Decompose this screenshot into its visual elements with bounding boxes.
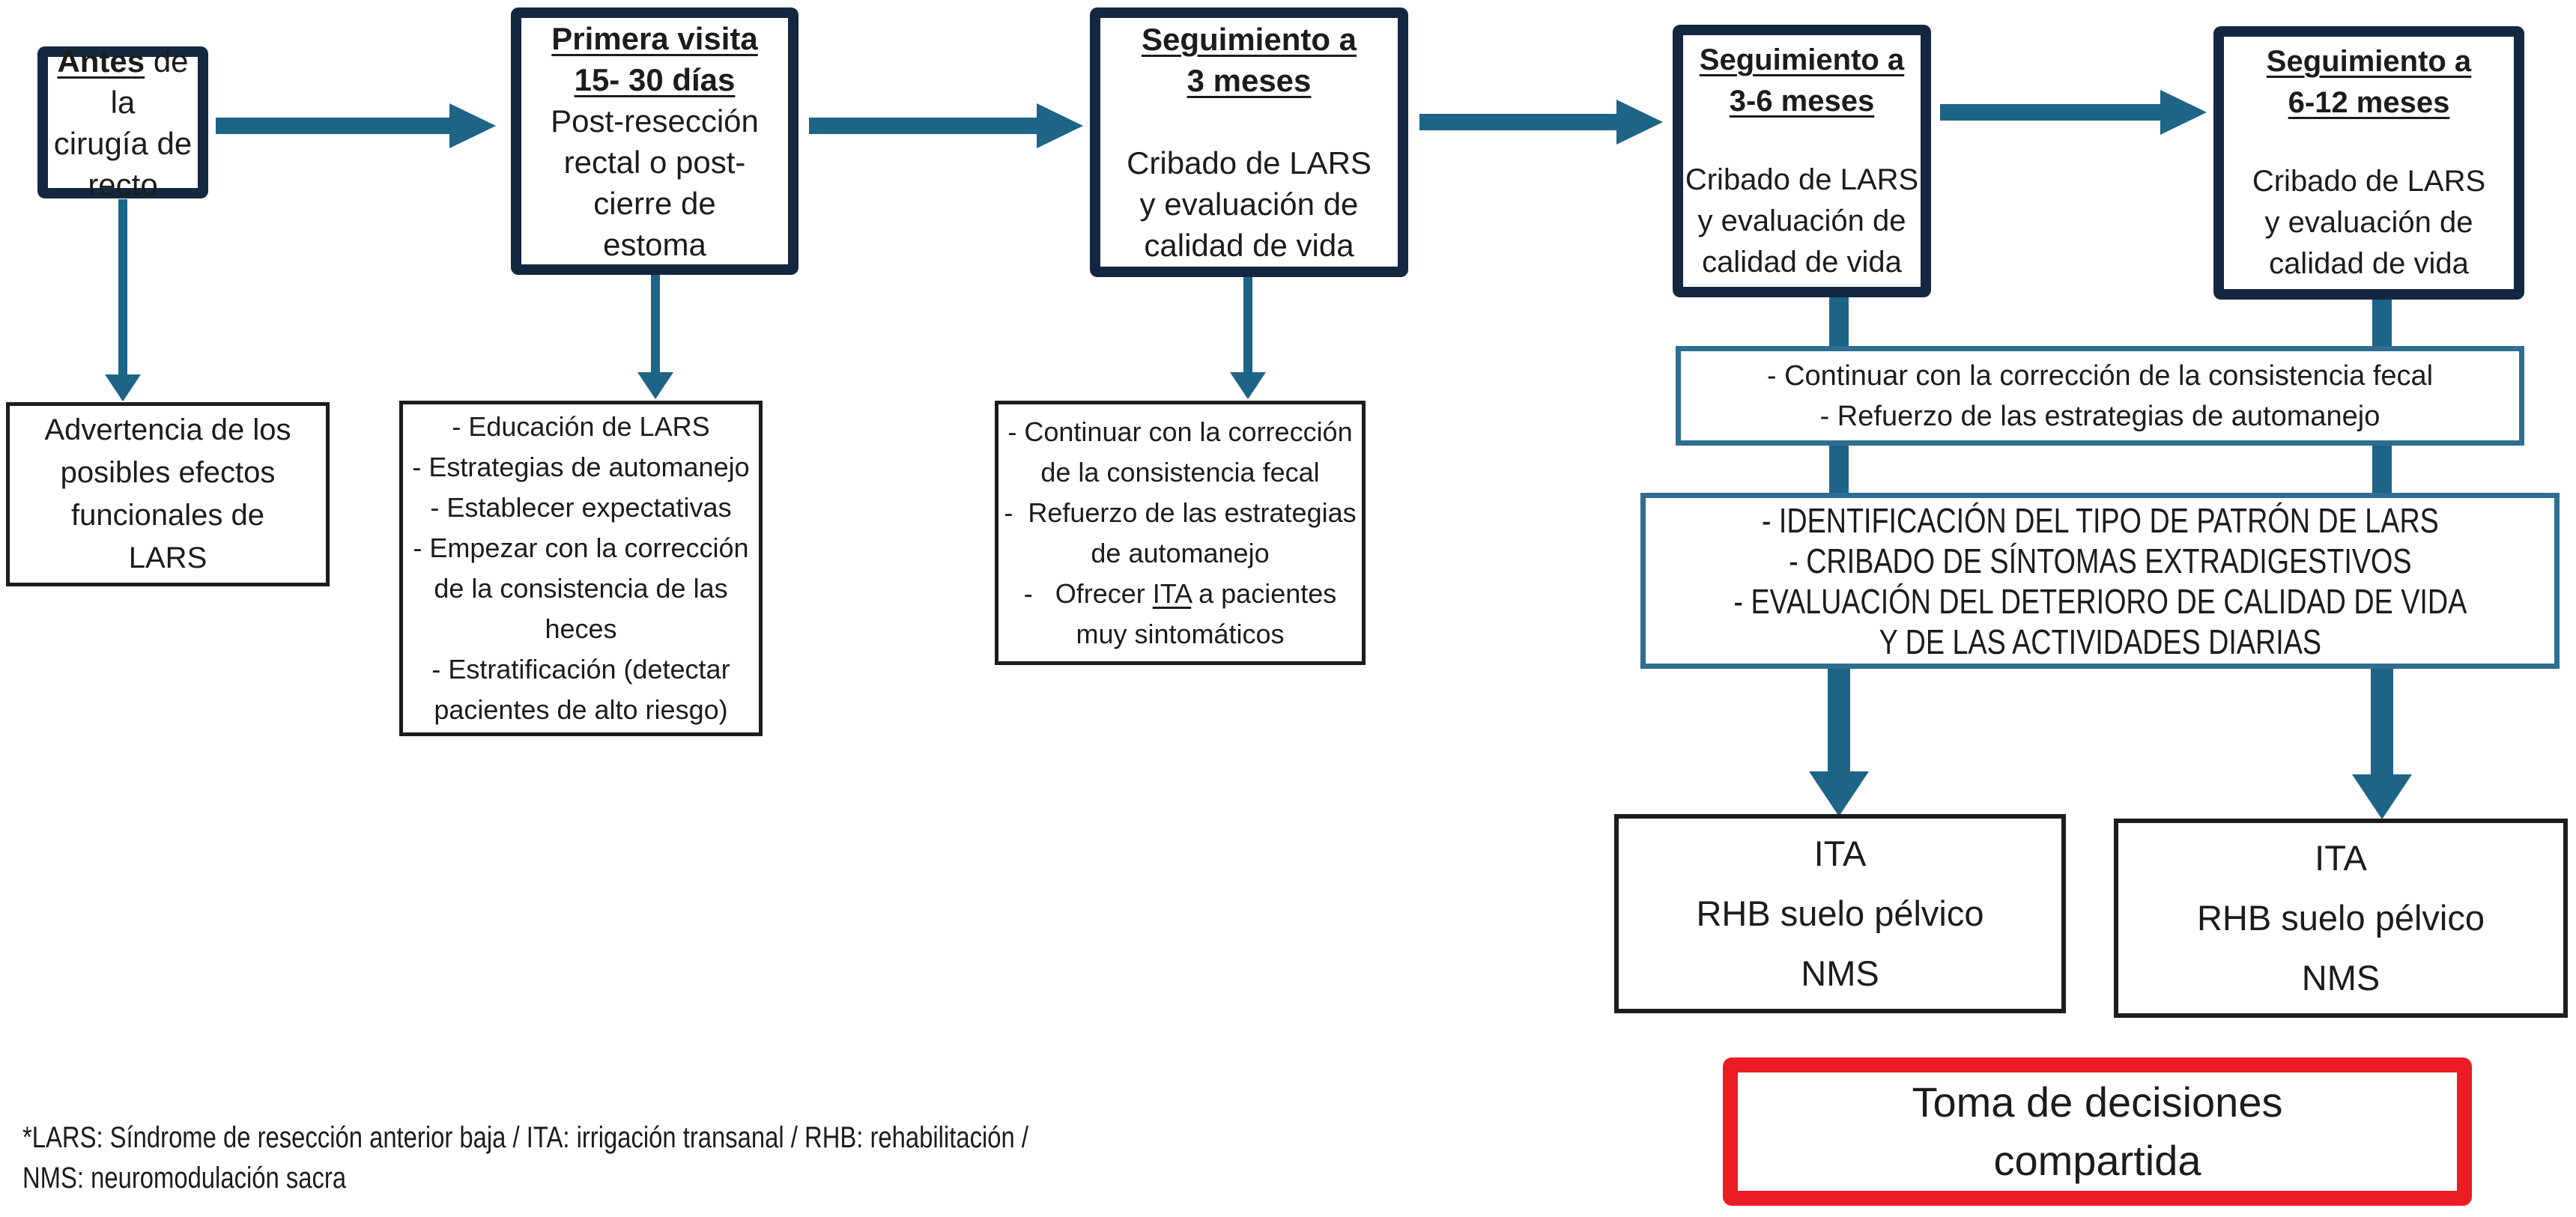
followup-box-identification: - IDENTIFICACIÓN DEL TIPO DE PATRÓN DE L… — [1640, 493, 2560, 669]
stage3-title2: 3 meses — [1187, 63, 1312, 98]
detail3-line4: de automanejo — [1091, 537, 1270, 568]
stage5-title1: Seguimiento a — [2266, 45, 2472, 78]
footnote-abbreviations: *LARS: Síndrome de resección anterior ba… — [22, 1117, 1249, 1198]
stage5-title2: 6-12 meses — [2288, 86, 2450, 119]
stage4-title2: 3-6 meses — [1729, 84, 1875, 118]
stage4-title1: Seguimiento a — [1699, 43, 1905, 76]
stage2-title2: 15- 30 días — [574, 61, 736, 97]
followup-box-continue-correction: - Continuar con la corrección de la cons… — [1676, 346, 2524, 446]
stage3-title1: Seguimiento a — [1141, 22, 1357, 57]
detail-box-first-visit-actions: - Educación de LARS- Estrategias de auto… — [399, 401, 763, 736]
detail3-line1: - Continuar con la corrección — [1007, 416, 1353, 447]
stage1-line2: cirugía de — [53, 125, 193, 161]
stage1-line3: recto — [88, 166, 158, 202]
detail3-line5: - Ofrecer ITA a pacientes — [1023, 577, 1337, 609]
stage1-line1: Antes de la — [57, 43, 189, 120]
footnote-text: *LARS: Síndrome de resección anterior ba… — [22, 1121, 1029, 1195]
connector-stage5-followup1 — [2372, 300, 2392, 346]
detail-box-3-month-actions: - Continuar con la corrección de la cons… — [995, 401, 1366, 665]
connector-followup1-followup2-right — [2372, 446, 2392, 493]
stage-box-before-surgery: Antes de la cirugía de recto — [37, 43, 208, 202]
connector-stage4-followup1 — [1829, 297, 1849, 346]
stage-box-first-visit: Primera visita 15- 30 días Post-resecció… — [511, 7, 798, 275]
detail3-line3: - Refuerzo de las estrategias — [1004, 497, 1357, 528]
stage2-title1: Primera visita — [551, 20, 758, 56]
detail2-text: - Educación de LARS- Estrategias de auto… — [412, 411, 750, 725]
detail3-line2: de la consistencia fecal — [1040, 456, 1320, 488]
detail3-line6: muy sintomáticos — [1076, 618, 1285, 649]
connector-followup1-followup2-left — [1829, 446, 1849, 493]
stage-box-6-12-months: Seguimiento a 6-12 meses Cribado de LARS… — [2213, 26, 2524, 300]
followup1-text: - Continuar con la corrección de la cons… — [1766, 359, 2434, 432]
followup2-text: - IDENTIFICACIÓN DEL TIPO DE PATRÓN DE L… — [1733, 500, 2467, 661]
